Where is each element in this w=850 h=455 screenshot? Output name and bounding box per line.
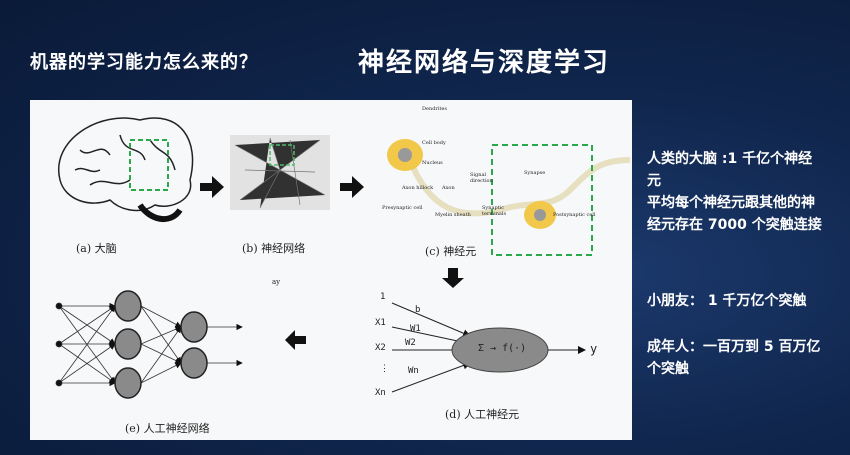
fact-line: 元 (647, 173, 661, 189)
connection (140, 362, 182, 384)
caption-a: (a) 大脑 (76, 242, 117, 255)
neuron-node (114, 290, 142, 322)
caption-e: (e) 人工神经网络 (125, 422, 210, 435)
neuron-label: Axon hillock (402, 185, 434, 191)
arrow-right-icon (340, 176, 364, 198)
neuron-label: Cell body (422, 140, 446, 146)
figure-drawing (55, 117, 631, 399)
input-node (55, 340, 63, 348)
neuron-label: Myelin sheath (435, 212, 471, 218)
input-label: X1 (375, 318, 386, 328)
stray-text: ay (272, 278, 281, 286)
biological-neuron (387, 139, 631, 256)
connection (140, 305, 182, 364)
fact-line: 人类的大脑 :1 千亿个神经 (647, 151, 813, 167)
input-label: Xn (375, 388, 386, 398)
input-label: 1 (380, 292, 386, 302)
connection (58, 305, 116, 345)
arrow-left-icon (285, 330, 306, 350)
caption-b: (b) 神经网络 (242, 242, 306, 255)
fact-line: 成年人：一百万到 5 百万亿 (647, 339, 821, 355)
neuron-label: Axon (442, 185, 455, 191)
arrow-right-icon (200, 176, 224, 198)
brain-illustration (57, 117, 194, 222)
weight-label: W2 (405, 338, 416, 348)
connection (140, 326, 182, 384)
fact-line: 个突触 (647, 361, 689, 377)
weight-label: b (415, 305, 421, 315)
connection (140, 305, 182, 328)
input-label: X2 (375, 343, 386, 353)
neuron-node (180, 347, 208, 379)
activation-label: Σ → f(·) (478, 343, 527, 354)
output-label: y (590, 342, 598, 356)
neuron-label: Synaptic terminals (482, 205, 507, 217)
connection (58, 305, 116, 384)
weight-label: W1 (410, 324, 421, 334)
artificial-network (55, 290, 243, 399)
connection (140, 343, 182, 364)
neuron-label: Presynaptic cell (382, 205, 423, 211)
neuron-node (114, 328, 142, 360)
neuron-label: Postsynaptic cell (553, 212, 596, 218)
connection (140, 326, 182, 345)
neural-network-texture (230, 135, 330, 210)
fact-line: 平均每个神经元跟其他的神 (647, 195, 815, 211)
caption-d: (d) 人工神经元 (445, 408, 520, 421)
title-question: 机器的学习能力怎么来的？ (30, 52, 258, 73)
fact-adult: 成年人：一百万到 5 百万亿 个突触 (647, 336, 850, 380)
title-topic: 神经网络与深度学习 (358, 48, 611, 78)
figure-panel: (a) 大脑 (b) 神经网络 (c) 神经元 (d) 人工神经元 (e) 人工… (30, 100, 632, 440)
fact-line: 经元存在 7000 个突触连接 (647, 217, 822, 233)
artificial-neuron (391, 302, 586, 393)
neuron-label: Nucleus (422, 160, 443, 166)
neuron-label: Signal direction (470, 172, 493, 184)
neuron-node (114, 367, 142, 399)
neuron-node (180, 311, 208, 343)
input-node (55, 379, 63, 387)
weight-label: Wn (408, 366, 419, 376)
fact-child: 小朋友： 1 千万亿个突触 (647, 293, 807, 309)
input-node (55, 302, 63, 310)
connection (58, 343, 116, 384)
caption-c: (c) 神经元 (425, 245, 477, 258)
neuron-label: Dendrites (422, 106, 447, 112)
arrow-down-icon (442, 268, 464, 288)
input-label: ⋮ (380, 364, 389, 374)
fact-brain: 人类的大脑 :1 千亿个神经 元 平均每个神经元跟其他的神 经元存在 7000 … (647, 148, 850, 236)
neuron-label: Synapse (524, 170, 546, 176)
